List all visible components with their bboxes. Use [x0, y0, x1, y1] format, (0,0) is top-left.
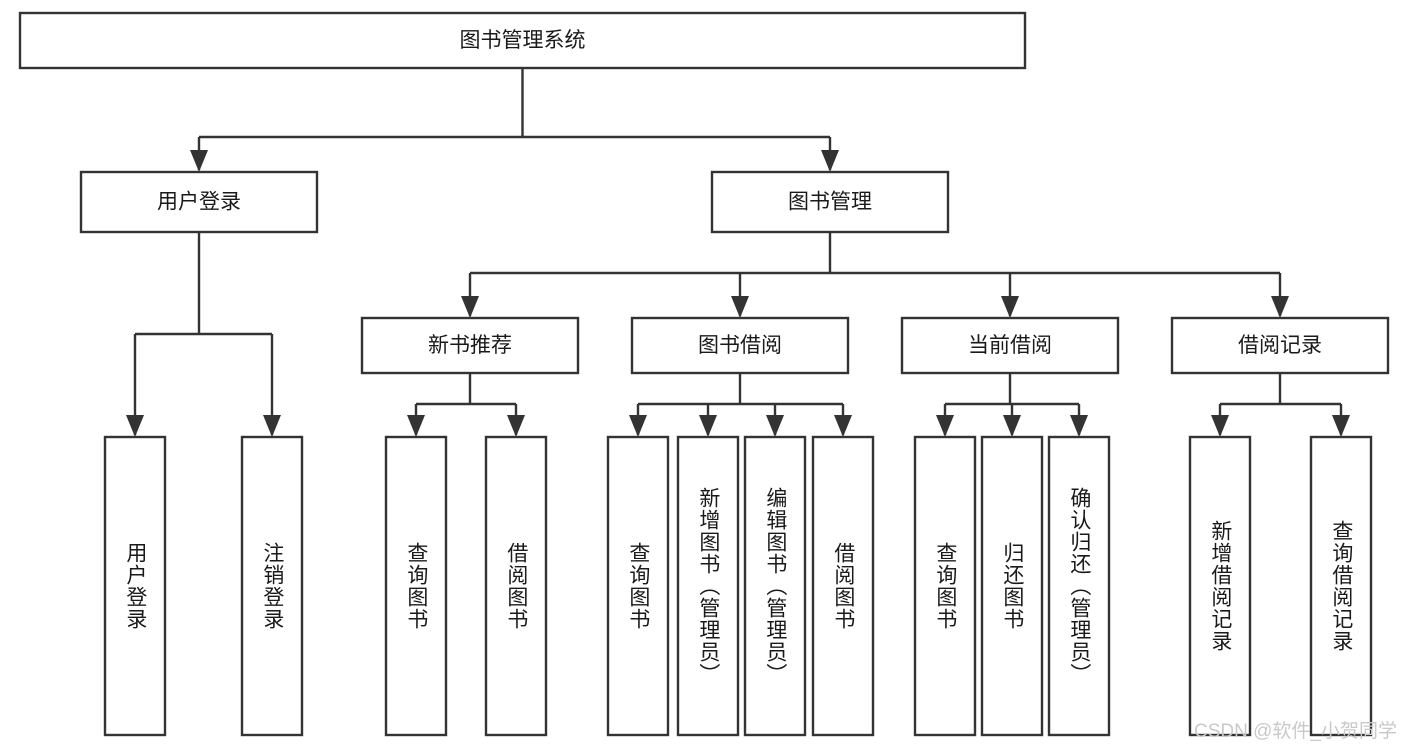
- arrow-head-root-0: [190, 150, 208, 172]
- node-box-user-login[interactable]: [79, 170, 319, 234]
- node-box-leaf-bb-edit[interactable]: [743, 435, 807, 737]
- arrow-head-book-borrow-0: [629, 415, 647, 437]
- arrow-head-borrow-record-1: [1332, 415, 1350, 437]
- connector-layer: [126, 68, 1350, 437]
- node-box-leaf-cb-confirm[interactable]: [1047, 435, 1111, 737]
- node-label-user-login: 用户登录: [157, 191, 241, 214]
- arrow-head-book-borrow-3: [834, 415, 852, 437]
- arrow-head-book-admin-0: [461, 296, 479, 318]
- node-box-leaf-br-add[interactable]: [1188, 435, 1252, 737]
- node-box-book-borrow[interactable]: [630, 316, 850, 375]
- node-box-new-book-rec[interactable]: [360, 316, 580, 375]
- arrow-head-new-book-rec-1: [507, 415, 525, 437]
- node-label-book-borrow: 图书借阅: [698, 334, 782, 357]
- arrow-head-root-1: [821, 150, 839, 172]
- node-label-root: 图书管理系统: [460, 29, 586, 52]
- node-box-leaf-bb-borrow[interactable]: [811, 435, 875, 737]
- node-box-leaf-rec-query[interactable]: [384, 435, 448, 737]
- watermark-text: CSDN @软件_小贺同学: [1194, 721, 1397, 742]
- node-label-new-book-rec: 新书推荐: [428, 334, 512, 357]
- node-box-leaf-bb-query[interactable]: [606, 435, 670, 737]
- node-box-leaf-cb-return[interactable]: [980, 435, 1044, 737]
- arrow-head-book-admin-1: [731, 296, 749, 318]
- arrow-head-book-admin-2: [1001, 296, 1019, 318]
- node-box-leaf-bb-add[interactable]: [676, 435, 740, 737]
- node-box-leaf-rec-borrow[interactable]: [484, 435, 548, 737]
- arrow-head-book-borrow-1: [699, 415, 717, 437]
- node-label-book-admin: 图书管理: [788, 191, 872, 214]
- arrow-head-user-login-1: [263, 415, 281, 437]
- node-label-borrow-record: 借阅记录: [1238, 334, 1322, 357]
- arrow-head-book-admin-3: [1271, 296, 1289, 318]
- node-box-leaf-br-query[interactable]: [1309, 435, 1373, 737]
- arrow-head-current-borrow-2: [1070, 415, 1088, 437]
- node-box-book-admin[interactable]: [710, 170, 950, 234]
- arrow-head-user-login-0: [126, 415, 144, 437]
- arrow-head-borrow-record-0: [1211, 415, 1229, 437]
- node-box-borrow-record[interactable]: [1170, 316, 1390, 375]
- arrow-head-book-borrow-2: [766, 415, 784, 437]
- node-box-leaf-user-login[interactable]: [103, 435, 167, 737]
- node-box-leaf-cb-query[interactable]: [913, 435, 977, 737]
- node-label-current-borrow: 当前借阅: [968, 334, 1052, 357]
- node-box-leaf-logout[interactable]: [240, 435, 304, 737]
- arrow-head-new-book-rec-0: [407, 415, 425, 437]
- arrow-head-current-borrow-1: [1003, 415, 1021, 437]
- node-box-current-borrow[interactable]: [900, 316, 1120, 375]
- arrow-head-current-borrow-0: [936, 415, 954, 437]
- node-box-root[interactable]: [18, 11, 1027, 70]
